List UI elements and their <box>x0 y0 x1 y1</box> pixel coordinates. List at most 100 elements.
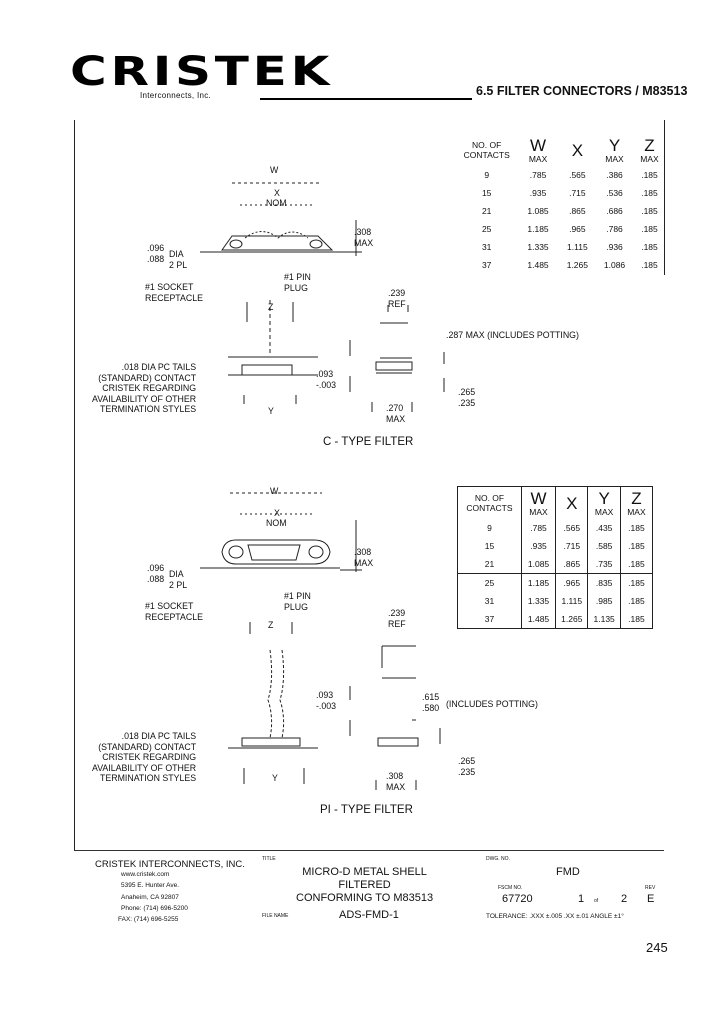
dimension-cell: .686 <box>606 206 623 216</box>
dimension-cell: 1.265 <box>555 610 588 629</box>
table-row: 9.785.565.435.185 <box>458 519 653 537</box>
dimension-cell: .185 <box>619 555 653 574</box>
header-rule <box>260 98 472 100</box>
dimension-cell: 1.335 <box>527 242 549 252</box>
dimension-cell: 1.185 <box>527 224 549 234</box>
w-sub: MAX <box>529 506 548 517</box>
pi-x-label: X <box>274 508 280 518</box>
c-w-label: W <box>270 165 279 175</box>
pi-pin-plug-label: #1 PIN PLUG <box>284 591 311 612</box>
z-letter: Z <box>631 488 642 508</box>
contacts-cell: 15 <box>484 541 495 551</box>
tb-company: CRISTEK INTERCONNECTS, INC. <box>95 859 245 870</box>
tb-sheet: 1 <box>578 893 585 905</box>
dimension-cell: 1.086 <box>603 260 626 270</box>
tb-rev: E <box>647 893 655 905</box>
dimension-cell: .435 <box>587 519 621 537</box>
dimension-cell: .585 <box>587 537 621 555</box>
dimension-cell: .735 <box>587 555 621 574</box>
c-308-dim: .308 MAX <box>354 227 374 248</box>
pi-socket-label: #1 SOCKET RECEPTACLE <box>145 601 204 622</box>
title-block-top-rule <box>74 850 664 851</box>
company-logo: CRISTEK <box>70 49 334 95</box>
z-sub: MAX <box>640 153 659 164</box>
pi-308-dim: .308 MAX <box>354 547 374 568</box>
contacts-header-line2: CONTACTS <box>463 150 510 160</box>
pi-dia-label: DIA 2 PL <box>169 569 188 590</box>
w-letter: W <box>530 488 547 508</box>
contacts-header-line2: CONTACTS <box>466 503 513 513</box>
dimension-cell: .185 <box>641 170 658 180</box>
contacts-cell: 25 <box>457 573 522 592</box>
dimension-cell: .965 <box>569 224 586 234</box>
contacts-header-line1: NO. OF <box>472 140 502 150</box>
pi-y-label: Y <box>272 773 278 783</box>
c-pin-plug-label: #1 PIN PLUG <box>284 272 311 293</box>
dimension-cell: .185 <box>641 188 658 198</box>
z-letter: Z <box>644 135 655 155</box>
pi-tails-note: .018 DIA PC TAILS (STANDARD) CONTACT CRI… <box>92 731 197 783</box>
dimension-cell: .565 <box>569 170 586 180</box>
c-dia-dim: .096 .088 <box>147 243 165 264</box>
dimension-cell: .865 <box>555 555 588 574</box>
table-row: 9 .785 .565 .386 .185 <box>455 166 667 184</box>
c-z-label: Z <box>268 302 274 312</box>
dimension-cell: .185 <box>641 242 658 252</box>
pi-z-label: Z <box>268 620 274 630</box>
dimension-cell: .936 <box>606 242 623 252</box>
dimension-cell: 1.085 <box>527 206 549 216</box>
dimension-cell: .386 <box>606 170 623 180</box>
dimension-cell: 1.265 <box>566 260 588 270</box>
z-sub: MAX <box>627 506 646 517</box>
c-270-dim: .270 MAX <box>386 403 406 424</box>
x-letter: X <box>571 140 584 160</box>
c-093-dim: .093 -.003 <box>316 369 337 390</box>
pi-093-dim: .093 -.003 <box>316 690 337 711</box>
c-y-label: Y <box>268 406 274 416</box>
dimension-cell: .565 <box>555 519 588 537</box>
dimension-cell: 1.485 <box>520 610 556 629</box>
contacts-header: NO. OF CONTACTS <box>458 487 522 520</box>
x-letter: X <box>566 493 578 513</box>
c-nom-label: NOM <box>266 198 287 208</box>
dimension-cell: 1.135 <box>587 610 621 629</box>
tb-file: ADS-FMD-1 <box>339 909 399 921</box>
dimension-cell: .786 <box>606 224 623 234</box>
tb-file-label: FILE NAME <box>262 913 289 919</box>
dimension-cell: .785 <box>529 170 547 180</box>
table-row: 15.935.715.536.185 <box>455 184 667 202</box>
dimension-cell: 1.115 <box>567 242 588 252</box>
contacts-cell: 37 <box>484 614 495 624</box>
contacts-cell: 15 <box>481 188 492 198</box>
tb-fscm: 67720 <box>502 893 533 905</box>
c-socket-label: #1 SOCKET RECEPTACLE <box>145 282 204 303</box>
contacts-header-line1: NO. OF <box>474 493 505 503</box>
dimension-cell: .185 <box>619 592 653 610</box>
tb-fax: FAX: (714) 696-5255 <box>118 916 179 923</box>
tb-phone: Phone: (714) 696-5200 <box>121 905 188 912</box>
dimension-cell: .536 <box>606 188 623 198</box>
frame-right-border <box>664 120 665 275</box>
y-letter: Y <box>598 488 610 508</box>
dimension-cell: .715 <box>555 537 588 555</box>
dimension-cell: 1.115 <box>555 592 588 610</box>
pi-nom-label: NOM <box>266 518 287 528</box>
pi-239-ref: .239 REF <box>388 608 406 629</box>
tb-address2: Anaheim, CA 92807 <box>121 894 179 901</box>
contacts-cell: 9 <box>484 170 490 180</box>
pi-w-label: W <box>270 486 279 496</box>
pi-type-title: PI - TYPE FILTER <box>320 804 413 816</box>
c-type-title: C - TYPE FILTER <box>323 436 414 448</box>
dimension-cell: .185 <box>619 537 653 555</box>
tb-of: 2 <box>621 893 628 905</box>
